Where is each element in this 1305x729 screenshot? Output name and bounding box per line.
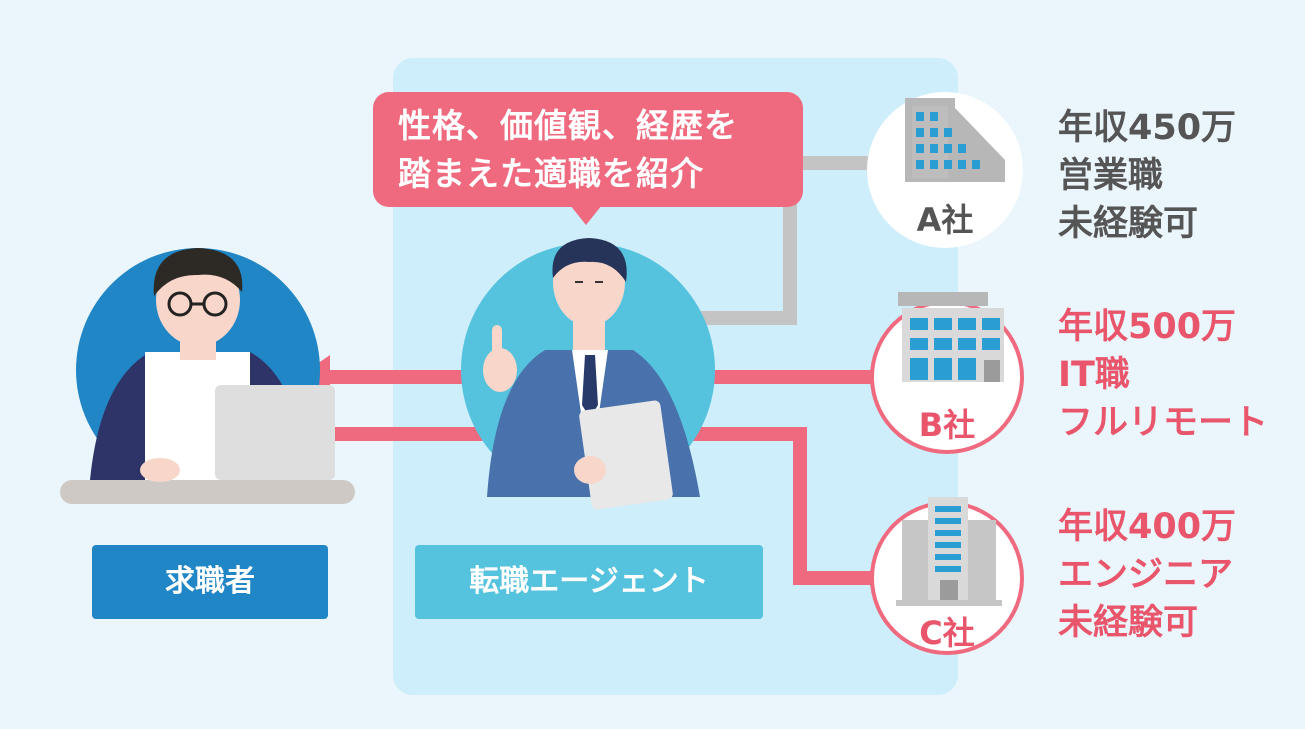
- company-a-name: A社: [916, 201, 974, 239]
- company-b-salary: 年収500万: [1058, 307, 1237, 347]
- company-a-icon: [867, 92, 1023, 248]
- job-seeker-avatar: [60, 248, 355, 504]
- agent-label: 転職エージェント: [415, 545, 763, 619]
- company-a-salary: 年収450万: [1058, 108, 1237, 148]
- bubble-line-2: 踏まえた適職を紹介: [398, 154, 704, 193]
- company-c-salary: 年収400万: [1058, 507, 1237, 547]
- company-a-condition: 未経験可: [1058, 204, 1199, 244]
- company-b-condition: フルリモート: [1058, 403, 1269, 443]
- company-b-icon: [870, 292, 1024, 454]
- company-c-icon: [870, 497, 1024, 655]
- company-c-condition: 未経験可: [1058, 603, 1199, 643]
- agent-avatar: [461, 238, 715, 510]
- bubble-line-1: 性格、価値観、経歴を: [398, 106, 738, 145]
- company-b-name: B社: [918, 406, 976, 444]
- company-a-info: 年収450万 営業職 未経験可: [1058, 104, 1236, 248]
- speech-bubble-tail: [570, 205, 602, 225]
- connector-company-a: [700, 156, 880, 325]
- speech-bubble: 性格、価値観、経歴を 踏まえた適職を紹介: [373, 92, 803, 207]
- company-c-name: C社: [919, 614, 975, 652]
- company-c-info: 年収400万 エンジニア 未経験可: [1058, 503, 1236, 647]
- company-b-job: IT職: [1058, 355, 1130, 395]
- company-a-job: 営業職: [1058, 156, 1164, 196]
- company-c-job: エンジニア: [1058, 555, 1234, 595]
- company-b-info: 年収500万 IT職 フルリモート: [1058, 303, 1268, 447]
- job-seeker-label: 求職者: [92, 545, 328, 619]
